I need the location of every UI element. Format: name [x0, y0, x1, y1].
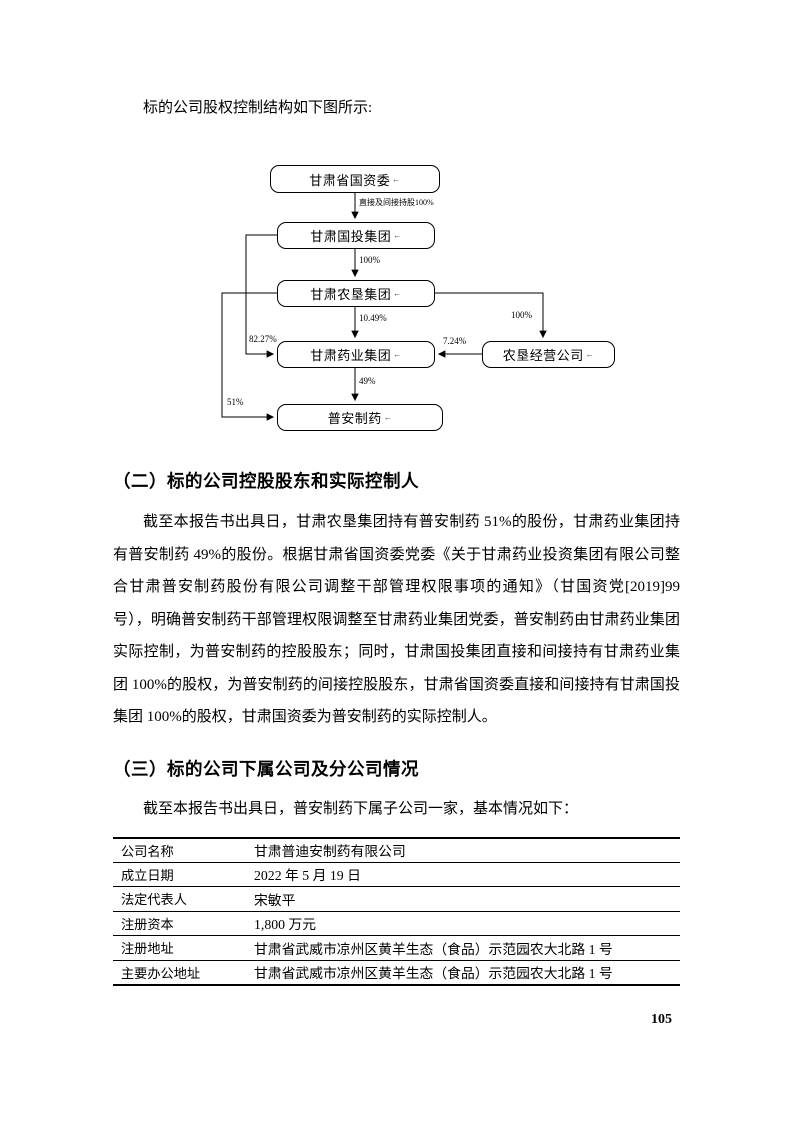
table-row: 公司名称 甘肃普迪安制药有限公司	[113, 837, 680, 863]
subsidiary-info-table: 公司名称 甘肃普迪安制药有限公司 成立日期 2022 年 5 月 19 日 法定…	[113, 836, 680, 986]
edge-label-7-24: 7.24%	[443, 336, 467, 347]
paragraph-mark-icon: ←	[393, 289, 402, 298]
row-value: 1,800 万元	[246, 911, 680, 936]
row-label: 注册地址	[113, 935, 246, 961]
org-node-jingying-company: 农垦经营公司←	[482, 341, 615, 368]
org-node-label: 甘肃药业集团	[310, 348, 392, 363]
edge-label-right-100: 100%	[511, 310, 532, 321]
table-row: 注册资本 1,800 万元	[113, 911, 680, 936]
org-node-nongken-group: 甘肃农垦集团←	[277, 280, 435, 307]
paragraph-mark-icon: ←	[585, 350, 595, 359]
edge-label-51: 51%	[227, 397, 244, 408]
page-content: 标的公司股权控制结构如下图所示: 甘肃省国资委←	[113, 0, 680, 986]
row-value: 2022 年 5 月 19 日	[246, 862, 680, 887]
section-three-intro: 截至本报告书出具日，普安制药下属子公司一家，基本情况如下：	[143, 800, 579, 817]
row-value: 甘肃省武威市凉州区黄羊生态（食品）示范园农大北路 1 号	[246, 935, 680, 961]
table-row: 注册地址 甘肃省武威市凉州区黄羊生态（食品）示范园农大北路 1 号	[113, 935, 680, 961]
edge-label-direct-indirect-100: 直接及间接持股100%	[359, 197, 434, 208]
org-node-provincial-sasac: 甘肃省国资委←	[270, 165, 440, 193]
org-node-label: 农垦经营公司	[502, 348, 584, 363]
org-node-puan-pharma: 普安制药←	[277, 404, 443, 431]
paragraph-mark-icon: ←	[393, 231, 402, 240]
table-row: 法定代表人 宋敏平	[113, 886, 680, 912]
row-value: 甘肃省武威市凉州区黄羊生态（食品）示范园农大北路 1 号	[254, 966, 613, 981]
intro-line: 标的公司股权控制结构如下图所示:	[143, 100, 373, 116]
equity-structure-chart: 甘肃省国资委← 甘肃国投集团← 甘肃农垦集团← 甘肃药业集团← 农垦经营公司← …	[113, 150, 680, 450]
paragraph-mark-icon: ←	[393, 350, 402, 359]
edge-label-49: 49%	[359, 376, 376, 387]
row-label: 注册资本	[113, 911, 246, 936]
table-row: 成立日期 2022 年 5 月 19 日	[113, 862, 680, 887]
org-node-label: 普安制药	[327, 411, 382, 426]
edge-label-10-49: 10.49%	[359, 313, 387, 324]
org-node-pharma-group: 甘肃药业集团←	[277, 341, 435, 368]
org-node-guotou-group: 甘肃国投集团←	[277, 222, 435, 249]
row-label: 主要办公地址	[121, 965, 201, 981]
edge-label-100: 100%	[359, 255, 380, 266]
org-node-label: 甘肃国投集团	[310, 229, 392, 244]
section-three-heading: （三）标的公司下属公司及分公司情况	[113, 758, 419, 779]
org-node-label: 甘肃省国资委	[309, 172, 391, 188]
paragraph-mark-icon: ←	[392, 174, 401, 184]
org-node-label: 甘肃农垦集团	[310, 287, 392, 302]
row-label: 成立日期	[113, 862, 246, 887]
section-two-paragraph: 截至本报告书出具日，甘肃农垦集团持有普安制药 51%的股份，甘肃药业集团持有普安…	[113, 514, 680, 725]
page-number: 105	[651, 1012, 672, 1027]
org-chart-connectors	[221, 193, 547, 421]
paragraph-mark-icon: ←	[383, 413, 393, 422]
row-label: 法定代表人	[113, 886, 246, 912]
row-value: 甘肃普迪安制药有限公司	[246, 837, 680, 863]
section-two-heading: （二）标的公司控股股东和实际控制人	[113, 471, 419, 491]
edge-label-82-27: 82.27%	[249, 334, 277, 345]
table-row: 主要办公地址 甘肃省武威市凉州区黄羊生态（食品）示范园农大北路 1 号	[113, 960, 680, 985]
row-value: 宋敏平	[246, 886, 680, 912]
row-label: 公司名称	[113, 837, 246, 863]
